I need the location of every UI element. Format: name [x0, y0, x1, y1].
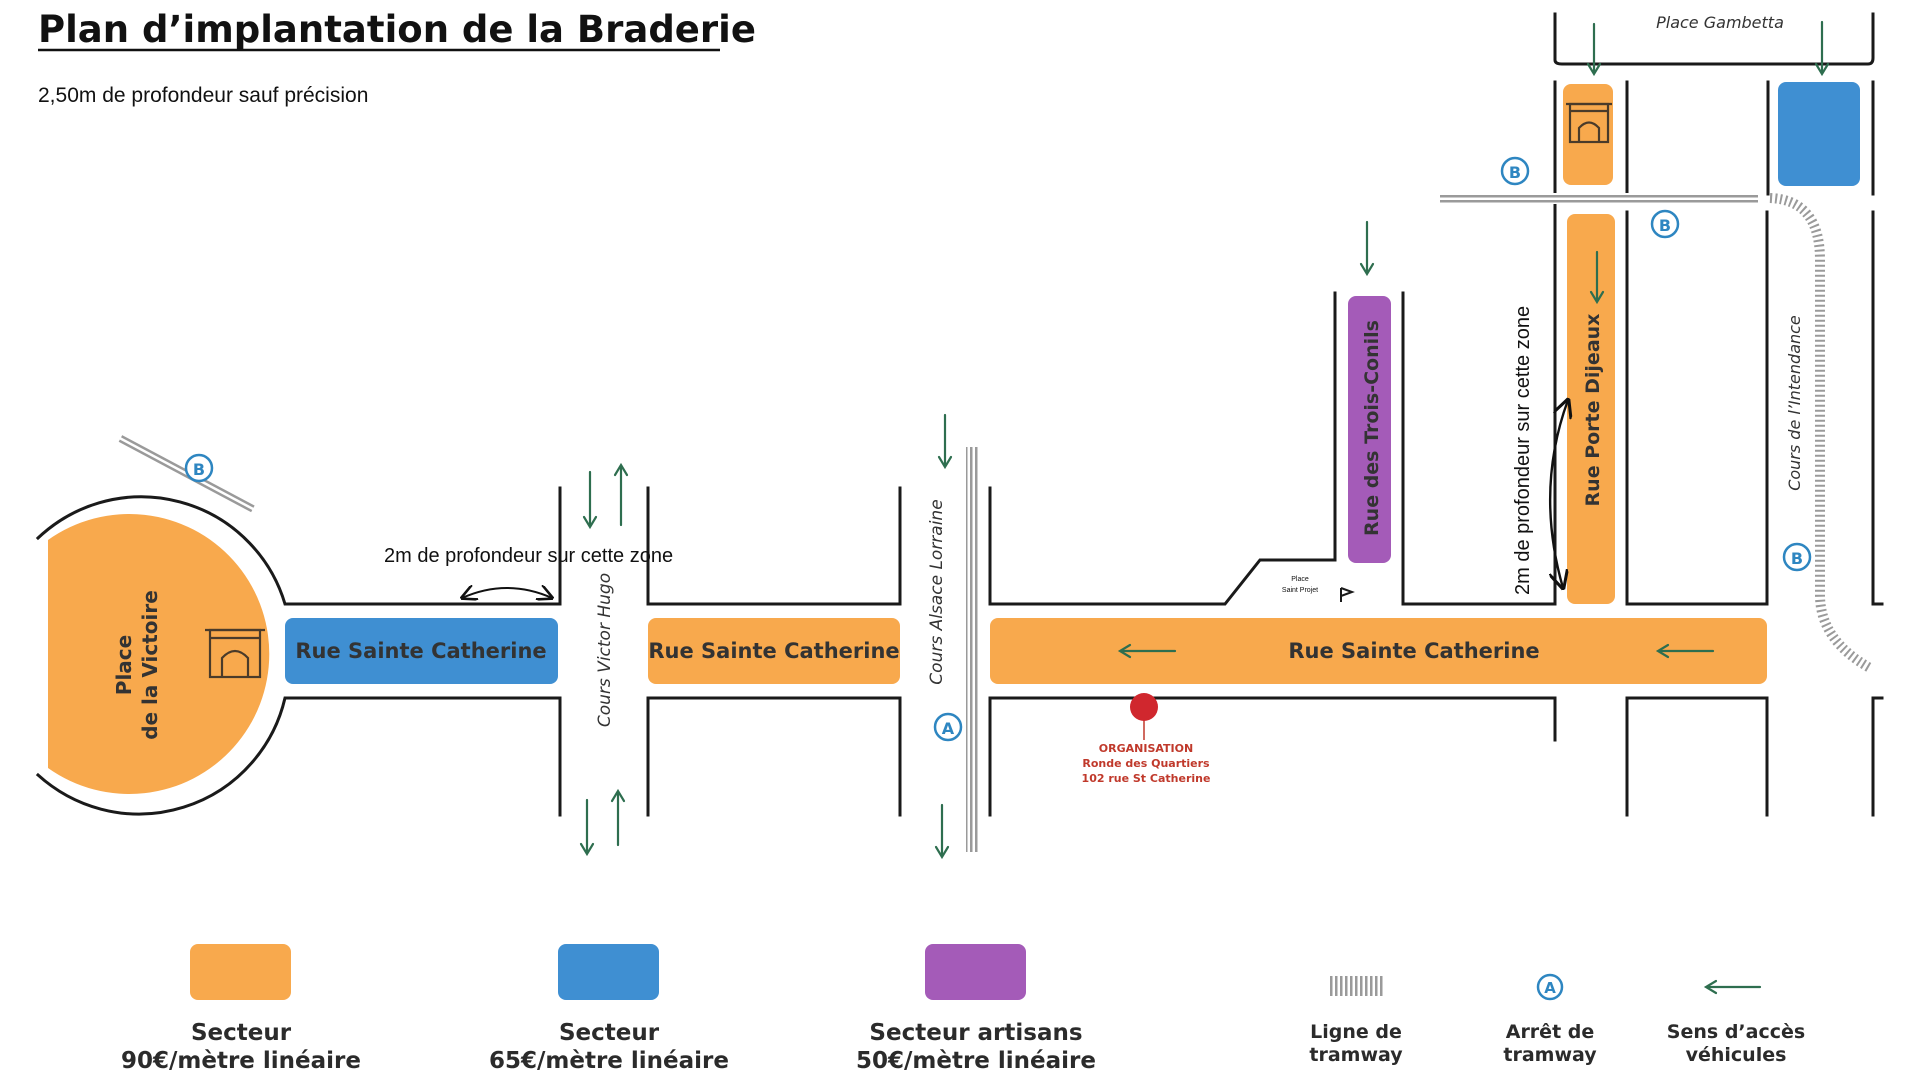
- label-rue-porte-dijeaux: Rue Porte Dijeaux: [1582, 314, 1604, 507]
- arrow-icon: [1117, 643, 1177, 659]
- sector-rue-trois-conils: [1348, 296, 1391, 563]
- triumphal-arch-icon: [205, 628, 265, 679]
- note-2m-vertical: 2m de profondeur sur cette zone: [1512, 306, 1534, 595]
- tram-stop-letter: B: [1659, 216, 1671, 235]
- arrow-icon: [1655, 643, 1715, 659]
- legend-label-line1: Ligne de: [1310, 1021, 1402, 1043]
- legend-label-line2: 90€/mètre linéaire: [121, 1048, 361, 1074]
- tram-stop-letter: A: [1544, 979, 1556, 997]
- legend-item-tram-line: Ligne de tramway: [1309, 976, 1403, 1066]
- sector-rue-sainte-catherine-1: [285, 618, 558, 684]
- legend-label-line1: Sens d’accès: [1667, 1021, 1805, 1043]
- sectors: [48, 82, 1860, 795]
- location-dot-icon: [1130, 693, 1158, 721]
- arrow-icon: [1586, 22, 1602, 77]
- tram-stop-letter: B: [1791, 549, 1803, 568]
- triumphal-arch-icon: [1566, 102, 1612, 144]
- tram-stop-icon: B: [184, 453, 214, 483]
- legend-label-line1: Secteur artisans: [869, 1020, 1082, 1046]
- organisation-name: Ronde des Quartiers: [1082, 757, 1210, 770]
- tram-stop-icon: B: [1650, 209, 1680, 239]
- map-title: Plan d’implantation de la Braderie: [38, 8, 756, 52]
- arrow-icon: [579, 798, 595, 857]
- arrow-icon: [1359, 220, 1375, 277]
- legend-label-line1: Arrêt de: [1506, 1021, 1595, 1043]
- arrow-icon: [1703, 979, 1762, 995]
- arrow-icon: [610, 788, 626, 847]
- label-place-victoire-line1: Place: [112, 635, 136, 695]
- legend-item-vehicle-direction: Sens d’accès véhicules: [1667, 979, 1805, 1066]
- legend-label-line2: véhicules: [1686, 1044, 1787, 1066]
- sector-place-victoire: [48, 514, 270, 795]
- legend-label-line2: tramway: [1309, 1044, 1403, 1066]
- double-arrow-icon: [462, 588, 552, 598]
- label-place-victoire: Place de la Victoire: [112, 590, 162, 740]
- tram-stop-letter: B: [1509, 163, 1521, 182]
- tram-stop-letter: A: [942, 719, 955, 738]
- legend-item-tram-stop: A Arrêt de tramway: [1503, 973, 1597, 1066]
- label-place-saint-projet-line2: Saint Projet: [1282, 587, 1318, 594]
- tram-rail-icon: [1330, 976, 1385, 996]
- tram-stop-icon: B: [1500, 156, 1530, 186]
- arrow-icon: [1814, 20, 1830, 77]
- sector-rue-sainte-catherine-2: [648, 618, 900, 684]
- tram-stop-icon: A: [1536, 973, 1564, 1001]
- legend-label-line2: 50€/mètre linéaire: [856, 1048, 1096, 1074]
- legend-label-line1: Secteur: [191, 1020, 292, 1046]
- tram-stops: B B B B A: [184, 156, 1812, 742]
- label-place-saint-projet: Place Saint Projet: [1282, 576, 1318, 594]
- label-rue-sainte-catherine-3: Rue Sainte Catherine: [1288, 639, 1539, 663]
- tram-stop-icon: B: [1782, 542, 1812, 572]
- legend-label-line2: tramway: [1503, 1044, 1597, 1066]
- arrow-icon: [613, 462, 629, 527]
- legend-label-line2: 65€/mètre linéaire: [489, 1048, 729, 1074]
- page-subtitle: 2,50m de profondeur sauf précision: [38, 84, 368, 107]
- label-cours-victor-hugo: Cours Victor Hugo: [595, 573, 615, 727]
- legend-label-line1: Secteur: [559, 1020, 660, 1046]
- arrow-icon: [934, 803, 950, 860]
- sector-rue-porte-dijeaux: [1567, 214, 1615, 604]
- label-cours-alsace-lorraine: Cours Alsace Lorraine: [927, 499, 947, 684]
- legend-swatch-sector-90: [190, 944, 291, 1000]
- street-walls: [35, 12, 1884, 817]
- vehicle-arrows: [579, 20, 1830, 860]
- page-title: Plan d’implantation de la Braderie: [38, 8, 756, 51]
- sector-porte-dijeaux-arch: [1563, 84, 1613, 185]
- tram-stop-icon: A: [933, 712, 963, 742]
- label-place-gambetta: Place Gambetta: [1656, 13, 1784, 32]
- legend: Secteur 90€/mètre linéaire Secteur 65€/m…: [121, 944, 1805, 1074]
- arrow-icon: [1589, 250, 1605, 305]
- sector-rue-sainte-catherine-3: [990, 618, 1767, 684]
- tram-rail-intendance: [1769, 193, 1873, 673]
- label-rue-sainte-catherine-1: Rue Sainte Catherine: [295, 639, 546, 663]
- arrow-icon: [582, 470, 598, 530]
- label-place-victoire-line2: de la Victoire: [138, 590, 162, 740]
- double-arrow-icon: [1549, 400, 1568, 588]
- organisation-title: ORGANISATION: [1099, 742, 1193, 755]
- flag-icon: [1340, 587, 1355, 602]
- tram-rail-alsace-lorraine: [966, 447, 978, 852]
- legend-swatch-sector-artisans: [925, 944, 1026, 1000]
- legend-item-sector-artisans: Secteur artisans 50€/mètre linéaire: [856, 944, 1096, 1074]
- label-rue-sainte-catherine-2: Rue Sainte Catherine: [648, 639, 899, 663]
- sector-place-gambetta: [1778, 82, 1860, 186]
- tram-stop-letter: B: [193, 460, 205, 479]
- tram-rail-gambetta-h: [1440, 193, 1758, 204]
- legend-item-sector-90: Secteur 90€/mètre linéaire: [121, 944, 361, 1074]
- organisation-address: 102 rue St Catherine: [1082, 772, 1211, 785]
- legend-item-sector-65: Secteur 65€/mètre linéaire: [489, 944, 729, 1074]
- arrow-icon: [937, 413, 953, 470]
- label-place-saint-projet-line1: Place: [1291, 576, 1309, 583]
- note-2m-horizontal: 2m de profondeur sur cette zone: [384, 545, 673, 567]
- label-cours-intendance: Cours de l’Intendance: [1785, 315, 1804, 491]
- legend-swatch-sector-65: [558, 944, 659, 1000]
- label-rue-trois-conils: Rue des Trois-Conils: [1361, 320, 1383, 536]
- organisation-marker: ORGANISATION Ronde des Quartiers 102 rue…: [1082, 693, 1211, 785]
